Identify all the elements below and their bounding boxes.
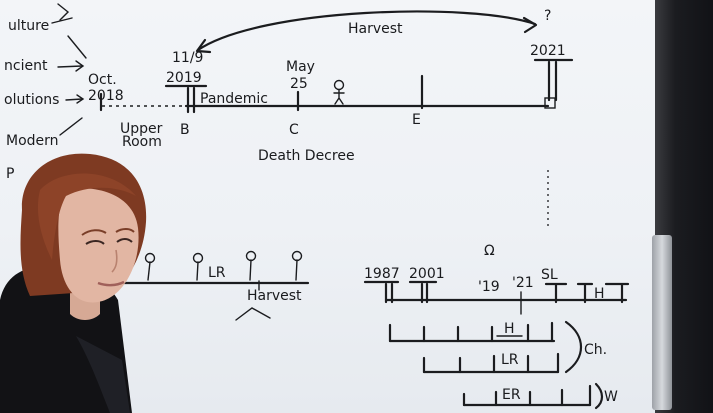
omega-symbol: Ω [484, 243, 495, 259]
row-er-ticks [464, 386, 590, 405]
tick-label-19: '19 [478, 279, 500, 295]
arrow-right [66, 99, 82, 100]
face [58, 188, 138, 302]
year-1987: 1987 [364, 266, 400, 282]
w-label: W [604, 389, 618, 405]
double-tick-2021 [549, 62, 556, 100]
death-decree-label: Death Decree [258, 148, 355, 164]
list-item-revolutions: olutions [4, 92, 59, 108]
row-er-label: ER [502, 387, 521, 403]
row-h-label: H [504, 321, 515, 337]
stick-figure-icon [334, 81, 344, 105]
arrow-diagonal [60, 118, 82, 135]
pin-icon [146, 254, 155, 281]
bracket-w [596, 384, 602, 408]
list-item-modern: Modern [6, 133, 59, 149]
pin-icon [293, 252, 302, 281]
date-25: 25 [290, 76, 308, 92]
bottom-right-timeline: Ω 1987 2001 '19 '21 SL H H LR [364, 243, 628, 408]
year-2001: 2001 [409, 266, 445, 282]
mark-b: B [180, 122, 190, 138]
bottom-left-timeline: LR Harvest [120, 252, 308, 321]
arrow-right [58, 66, 82, 67]
h-label: H [594, 286, 605, 302]
double-tick-2019 [188, 88, 194, 112]
arrow-line [58, 4, 68, 20]
date-may: May [286, 59, 315, 75]
harvest-label-bottom: Harvest [247, 288, 302, 304]
harvest-label: Harvest [348, 21, 403, 37]
presenter-person [0, 154, 146, 413]
row-lr-ticks [424, 354, 558, 372]
year-2018: 2018 [88, 88, 124, 104]
date-oct: Oct. [88, 72, 117, 88]
bracket-ch [566, 322, 581, 372]
pin-icon [247, 252, 256, 281]
tick-label-21: '21 [512, 275, 534, 291]
arrow-down [68, 36, 86, 58]
room-label: Room [122, 134, 162, 150]
sl-label: SL [541, 267, 558, 283]
pandemic-label: Pandemic [200, 91, 268, 107]
mark-c: C [289, 122, 299, 138]
mark-e: E [412, 112, 421, 128]
top-timeline: Harvest ? 2021 11/9 2019 Pandemic B Oct.… [88, 8, 572, 228]
row-h-ticks [390, 323, 552, 341]
year-2019: 2019 [166, 70, 202, 86]
ch-label: Ch. [584, 342, 607, 358]
list-item-culture: ulture [8, 18, 49, 34]
caret-mark [236, 308, 270, 320]
arc-arrowhead-right [524, 18, 536, 32]
row-lr-label: LR [501, 352, 519, 368]
year-2021: 2021 [530, 43, 566, 59]
lr-label: LR [208, 265, 226, 281]
list-item-p: P [6, 166, 14, 182]
list-item-ancient: ncient [4, 58, 48, 74]
date-11-9: 11/9 [172, 50, 203, 66]
pin-icon [194, 254, 203, 281]
question-mark: ? [544, 8, 551, 24]
